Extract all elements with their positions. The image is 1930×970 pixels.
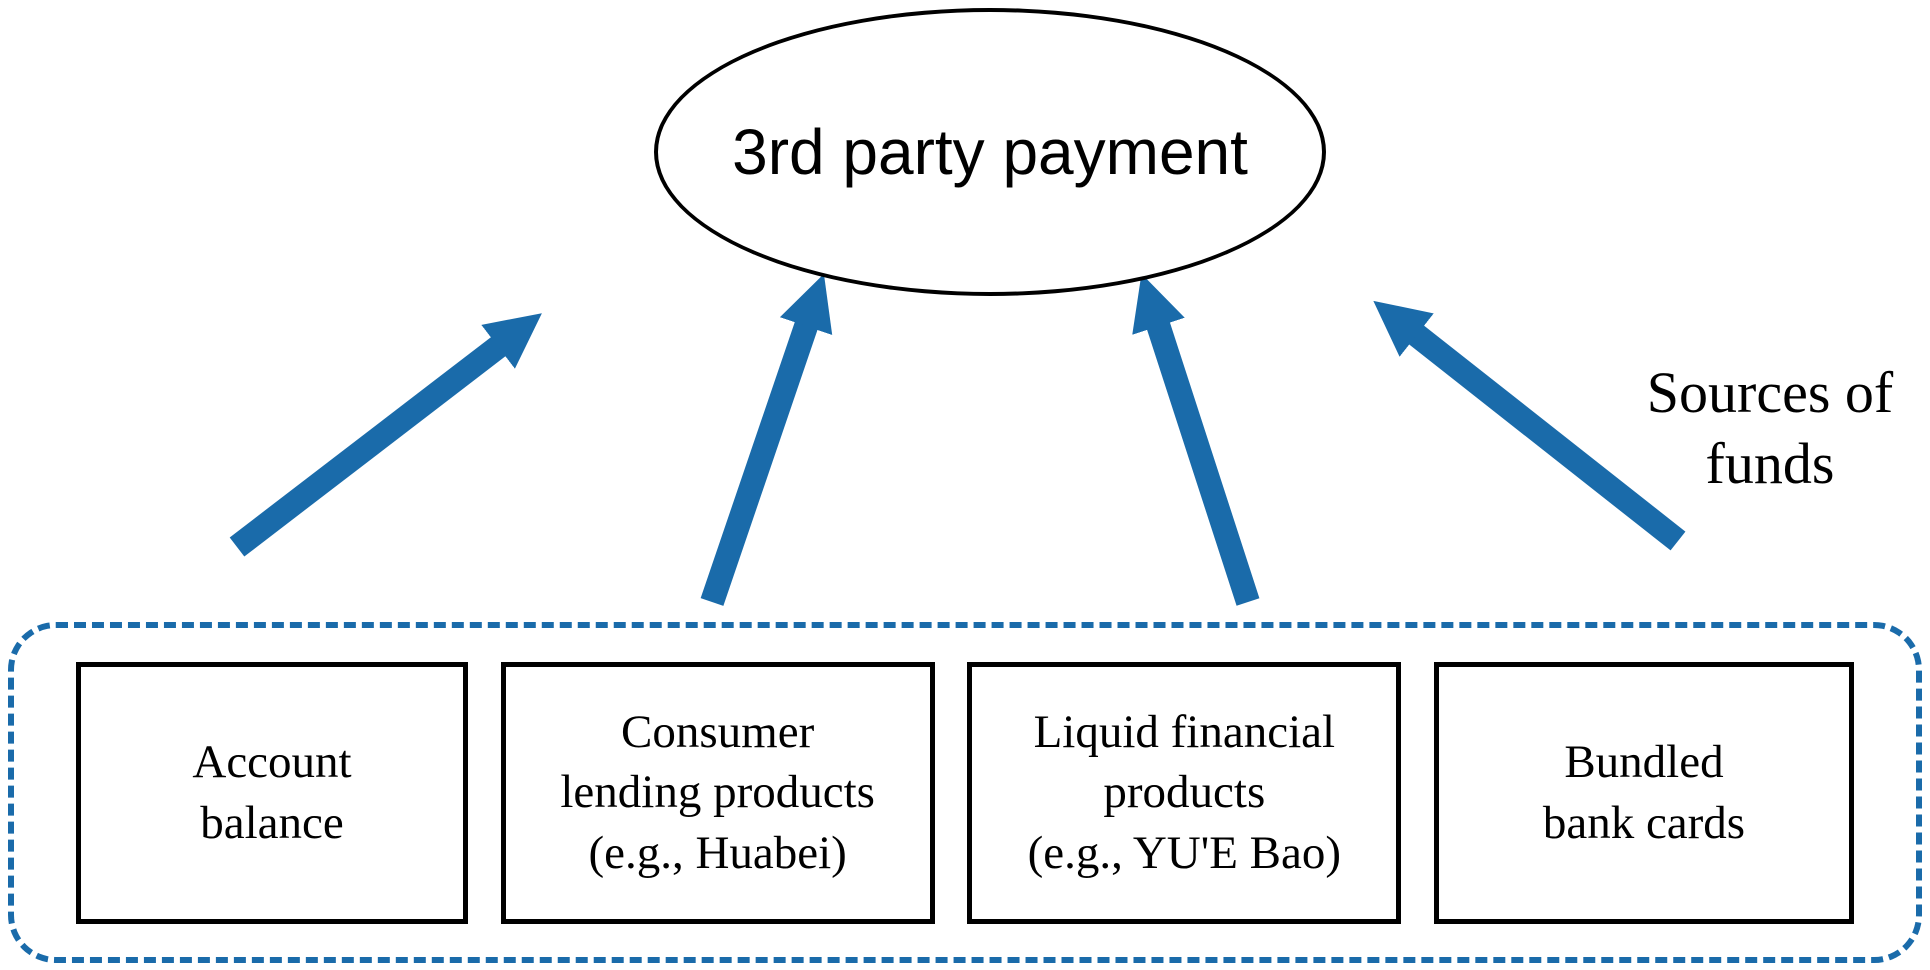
box-liquid-financial-line1: Liquid financial	[1033, 706, 1336, 759]
node-3rd-party-payment-label: 3rd party payment	[732, 116, 1248, 188]
box-consumer-lending-line2: lending products	[560, 766, 875, 819]
box-bundled-bank-cards-line1: Bundled	[1564, 736, 1724, 789]
box-consumer-lending-line1: Consumer	[621, 706, 815, 759]
box-liquid-financial-products: Liquid financial products (e.g., YU'E Ba…	[967, 661, 1402, 924]
box-bundled-bank-cards: Bundled bank cards	[1433, 661, 1854, 924]
box-consumer-lending-line3: (e.g., Huabei)	[588, 826, 847, 879]
node-3rd-party-payment: 3rd party payment	[654, 8, 1326, 296]
funds-group-container: Account balance Consumer lending product…	[8, 622, 1922, 963]
arrow-from-account-balance-icon	[229, 313, 542, 557]
box-account-balance: Account balance	[76, 661, 468, 924]
sources-of-funds-line2: funds	[1705, 430, 1835, 496]
sources-of-funds-label: Sources of funds	[1600, 358, 1930, 500]
box-bundled-bank-cards-line2: bank cards	[1542, 796, 1746, 849]
arrow-from-consumer-lending-icon	[700, 273, 833, 606]
box-liquid-financial-line3: (e.g., YU'E Bao)	[1027, 826, 1342, 879]
box-account-balance-line2: balance	[200, 796, 344, 849]
box-account-balance-line1: Account	[192, 736, 352, 789]
box-consumer-lending-products: Consumer lending products (e.g., Huabei)	[500, 661, 935, 924]
sources-of-funds-line1: Sources of	[1646, 360, 1894, 425]
box-liquid-financial-line2: products	[1103, 766, 1266, 819]
arrow-from-liquid-financial-icon	[1132, 273, 1260, 606]
